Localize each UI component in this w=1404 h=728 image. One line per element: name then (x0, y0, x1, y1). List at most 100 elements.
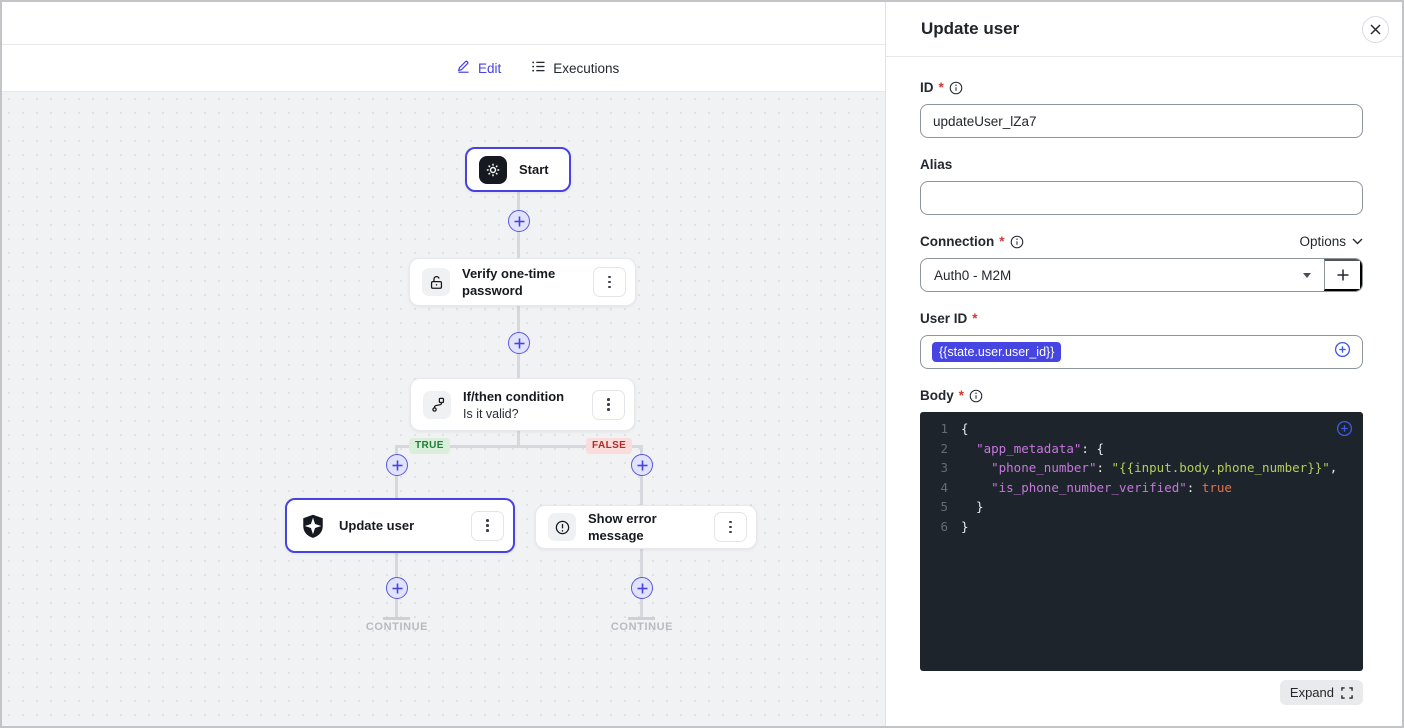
top-header-bar (2, 2, 885, 45)
body-label-text: Body (920, 388, 954, 403)
user-id-label: User ID * (920, 311, 978, 326)
node-error-title: Show error message (588, 511, 657, 543)
body-label: Body * (920, 388, 983, 403)
connector-branch-horizontal (395, 445, 643, 448)
pencil-icon (456, 59, 471, 77)
close-icon (1370, 24, 1381, 34)
id-label: ID * (920, 80, 963, 95)
expand-editor-button[interactable]: Expand (1279, 680, 1363, 705)
expand-icon (1341, 686, 1353, 699)
node-start[interactable]: Start (465, 147, 571, 192)
chevron-down-icon (1352, 238, 1363, 245)
alert-circle-icon (548, 513, 576, 541)
id-label-text: ID (920, 80, 934, 95)
add-step-after-verify-button[interactable] (508, 332, 530, 354)
config-panel: Update user ID * (885, 2, 1402, 726)
info-icon (969, 389, 983, 402)
continue-label-right: CONTINUE (610, 621, 674, 633)
panel-title: Update user (921, 19, 1020, 38)
tab-executions-label: Executions (553, 60, 620, 76)
connection-label-text: Connection (920, 234, 995, 249)
tab-edit[interactable]: Edit (456, 59, 501, 77)
user-id-input[interactable]: {{state.user.user_id}} (920, 335, 1363, 369)
view-tabs: Edit (456, 45, 619, 91)
required-marker: * (938, 80, 944, 95)
field-connection: Connection * Options (920, 234, 1363, 292)
user-id-label-text: User ID (920, 311, 968, 326)
insert-variable-button[interactable] (1336, 420, 1353, 440)
node-verify-text: Verify one-time password (462, 265, 581, 299)
add-step-true-branch-button[interactable] (386, 454, 408, 476)
view-toolbar: Edit (2, 45, 885, 92)
field-user-id: User ID * {{state.user.user_id}} (920, 311, 1363, 369)
list-icon (531, 59, 546, 77)
panel-header: Update user (886, 2, 1402, 57)
required-marker: * (958, 388, 965, 403)
add-connection-button[interactable] (1324, 259, 1362, 291)
add-step-false-branch-button[interactable] (631, 454, 653, 476)
id-input[interactable] (920, 104, 1363, 138)
auth0-shield-icon (299, 512, 327, 540)
branch-true-badge: TRUE (409, 438, 450, 454)
terminator-left (383, 617, 410, 620)
user-id-token-chip[interactable]: {{state.user.user_id}} (932, 342, 1062, 362)
verify-node-menu-button[interactable] (593, 267, 626, 297)
terminator-right (628, 617, 655, 620)
add-step-after-error-button[interactable] (631, 577, 653, 599)
connector-condition-stub (517, 431, 520, 446)
node-verify-title: Verify one-time password (462, 266, 556, 298)
alias-input[interactable] (920, 181, 1363, 215)
options-label: Options (1299, 234, 1346, 249)
kebab-icon (608, 275, 611, 289)
tab-edit-label: Edit (478, 60, 502, 76)
expand-label: Expand (1289, 685, 1334, 700)
panel-body: ID * Alias (886, 57, 1402, 726)
connection-select-group: Auth0 - M2M (920, 258, 1363, 292)
kebab-icon (729, 520, 732, 534)
field-alias: Alias (920, 157, 1363, 215)
select-caret-icon (1303, 272, 1311, 278)
options-toggle[interactable]: Options (1299, 234, 1363, 249)
condition-node-menu-button[interactable] (592, 389, 625, 420)
connection-select[interactable]: Auth0 - M2M (921, 259, 1324, 291)
node-update-title: Update user (339, 518, 415, 533)
plus-icon (1337, 269, 1348, 281)
info-icon (1010, 235, 1023, 248)
flow-editor-region: Edit (2, 2, 885, 726)
add-step-after-update-button[interactable] (386, 577, 408, 599)
alias-label: Alias (920, 157, 952, 172)
alias-label-text: Alias (920, 157, 953, 172)
tab-executions[interactable]: Executions (531, 59, 619, 77)
error-node-menu-button[interactable] (714, 512, 747, 542)
required-marker: * (972, 311, 978, 326)
info-icon (949, 81, 963, 94)
node-start-title: Start (519, 162, 549, 177)
insert-variable-button[interactable] (1334, 341, 1351, 363)
node-if-then-condition[interactable]: If/then condition Is it valid? (410, 378, 635, 431)
node-verify-otp[interactable]: Verify one-time password (409, 258, 636, 306)
circle-plus-icon (1334, 341, 1351, 358)
close-panel-button[interactable] (1362, 15, 1389, 43)
node-show-error-message[interactable]: Show error message (535, 505, 757, 549)
kebab-icon (607, 398, 610, 411)
field-body: Body * 1{2 "app_metadata": {3 "phone_num… (920, 388, 1363, 705)
branch-false-badge: FALSE (586, 438, 633, 454)
body-code-editor[interactable]: 1{2 "app_metadata": {3 "phone_number": "… (920, 412, 1363, 671)
flow-canvas[interactable]: TRUE FALSE (2, 92, 885, 726)
update-node-menu-button[interactable] (471, 510, 504, 541)
field-id: ID * (920, 80, 1363, 138)
node-condition-text: If/then condition Is it valid? (463, 388, 580, 422)
code-lines: 1{2 "app_metadata": {3 "phone_number": "… (940, 421, 1338, 534)
add-step-after-start-button[interactable] (508, 210, 530, 232)
kebab-icon (486, 519, 489, 532)
expand-row: Expand (920, 680, 1363, 705)
unlock-icon (422, 268, 450, 296)
continue-label-left: CONTINUE (365, 621, 429, 633)
branch-condition-icon (423, 390, 451, 419)
circle-plus-icon (1336, 420, 1353, 437)
connection-value: Auth0 - M2M (934, 267, 1012, 283)
node-update-user[interactable]: Update user (285, 498, 515, 553)
node-condition-subtitle: Is it valid? (463, 406, 519, 421)
required-marker: * (999, 234, 1005, 249)
